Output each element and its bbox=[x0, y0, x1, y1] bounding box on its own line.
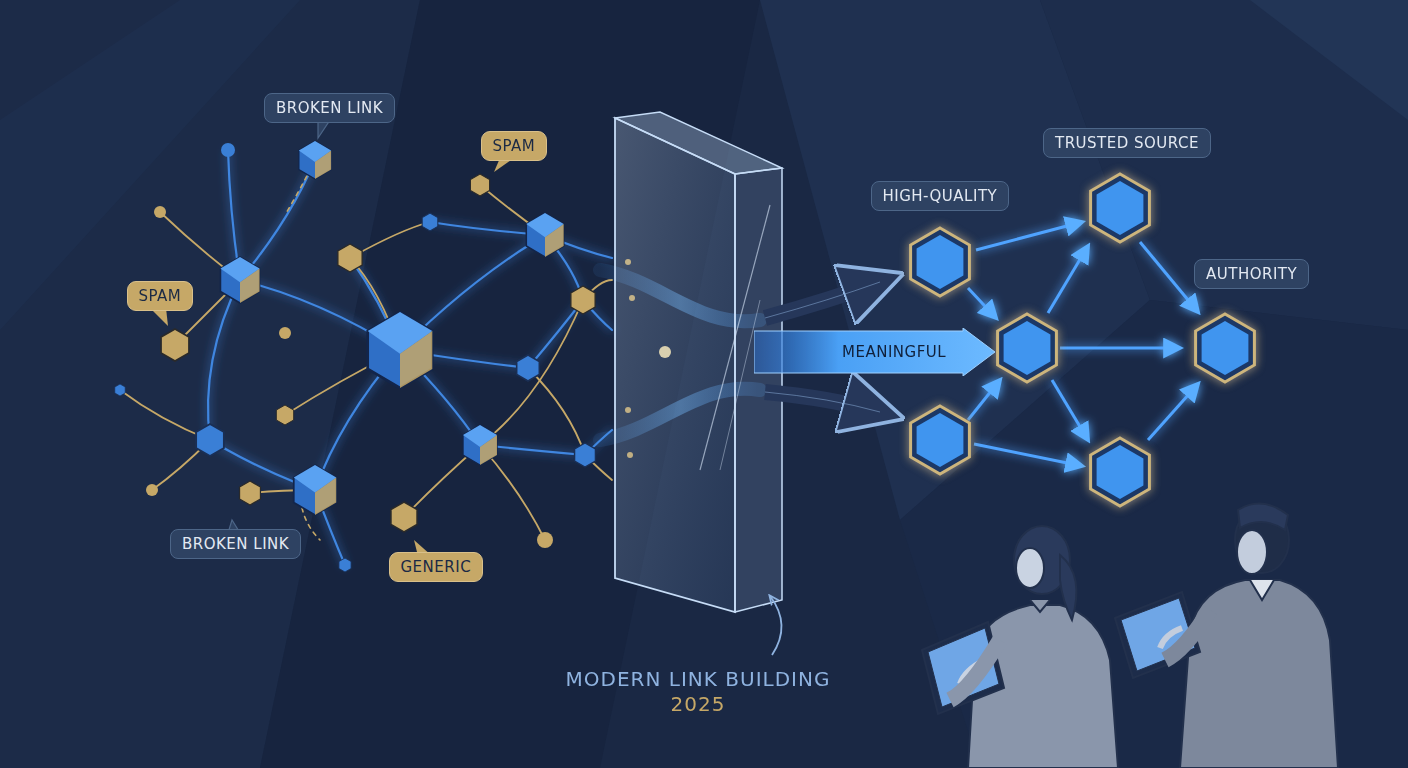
node-text: AUTHORITY bbox=[1206, 265, 1297, 283]
callout-tag: TRUSTED SOURCE bbox=[1043, 128, 1211, 158]
node-text: TRUSTED SOURCE bbox=[1055, 134, 1199, 152]
callout-tag: BROKEN LINK bbox=[170, 529, 301, 559]
callout-tag: BROKEN LINK bbox=[264, 93, 395, 123]
callout-tag: SPAM bbox=[481, 131, 548, 161]
node-text: BROKEN LINK bbox=[182, 535, 289, 553]
arrow-shape: MEANINGFUL bbox=[754, 328, 994, 376]
callout-tag: SPAM bbox=[127, 281, 194, 311]
callout-tag: HIGH-QUALITY bbox=[871, 181, 1010, 211]
arrow-body bbox=[754, 328, 995, 376]
callout-tag: AUTHORITY bbox=[1194, 259, 1309, 289]
caption-label: 2025 bbox=[671, 692, 726, 716]
caption-label: MODERN LINK BUILDING bbox=[566, 667, 831, 691]
node-text: GENERIC bbox=[401, 558, 472, 576]
node-text: HIGH-QUALITY bbox=[883, 187, 998, 205]
node-text: BROKEN LINK bbox=[276, 99, 383, 117]
node-text: SPAM bbox=[139, 287, 182, 305]
callout-tag: GENERIC bbox=[389, 552, 484, 582]
node-text: MEANINGFUL bbox=[842, 343, 946, 361]
node-text: SPAM bbox=[493, 137, 536, 155]
